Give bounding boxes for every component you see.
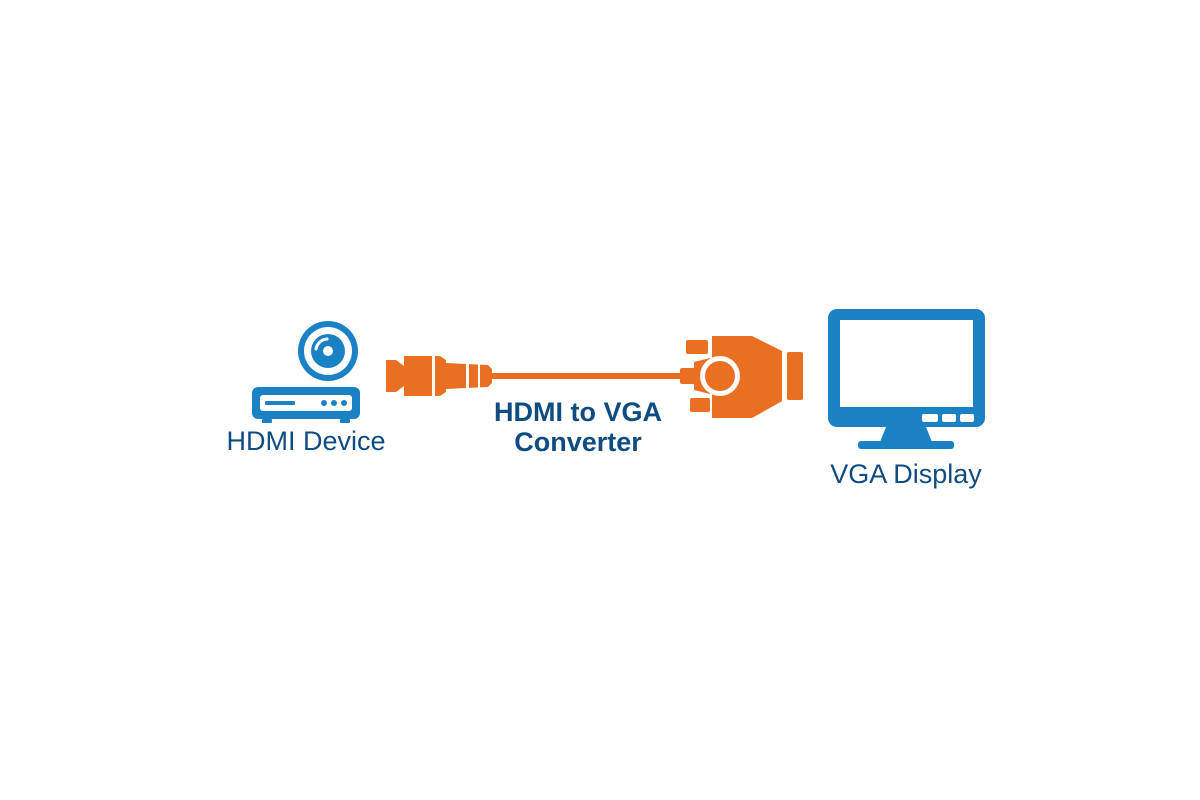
monitor-icon [828, 309, 985, 449]
player-box-icon [252, 387, 360, 423]
vga-display-label: VGA Display [830, 459, 982, 489]
hdmi-device-label: HDMI Device [226, 426, 386, 456]
disc-icon [298, 321, 358, 381]
converter-label-line1: HDMI to VGA [494, 397, 662, 427]
cable-wire [490, 373, 684, 379]
disc-player-icon [252, 321, 360, 423]
vga-plug-icon [680, 336, 803, 418]
converter-label: HDMI to VGA Converter [458, 397, 698, 457]
hdmi-plug-icon [386, 356, 492, 396]
converter-label-line2: Converter [514, 426, 642, 457]
hdmi-vga-cable-icon [386, 336, 803, 418]
